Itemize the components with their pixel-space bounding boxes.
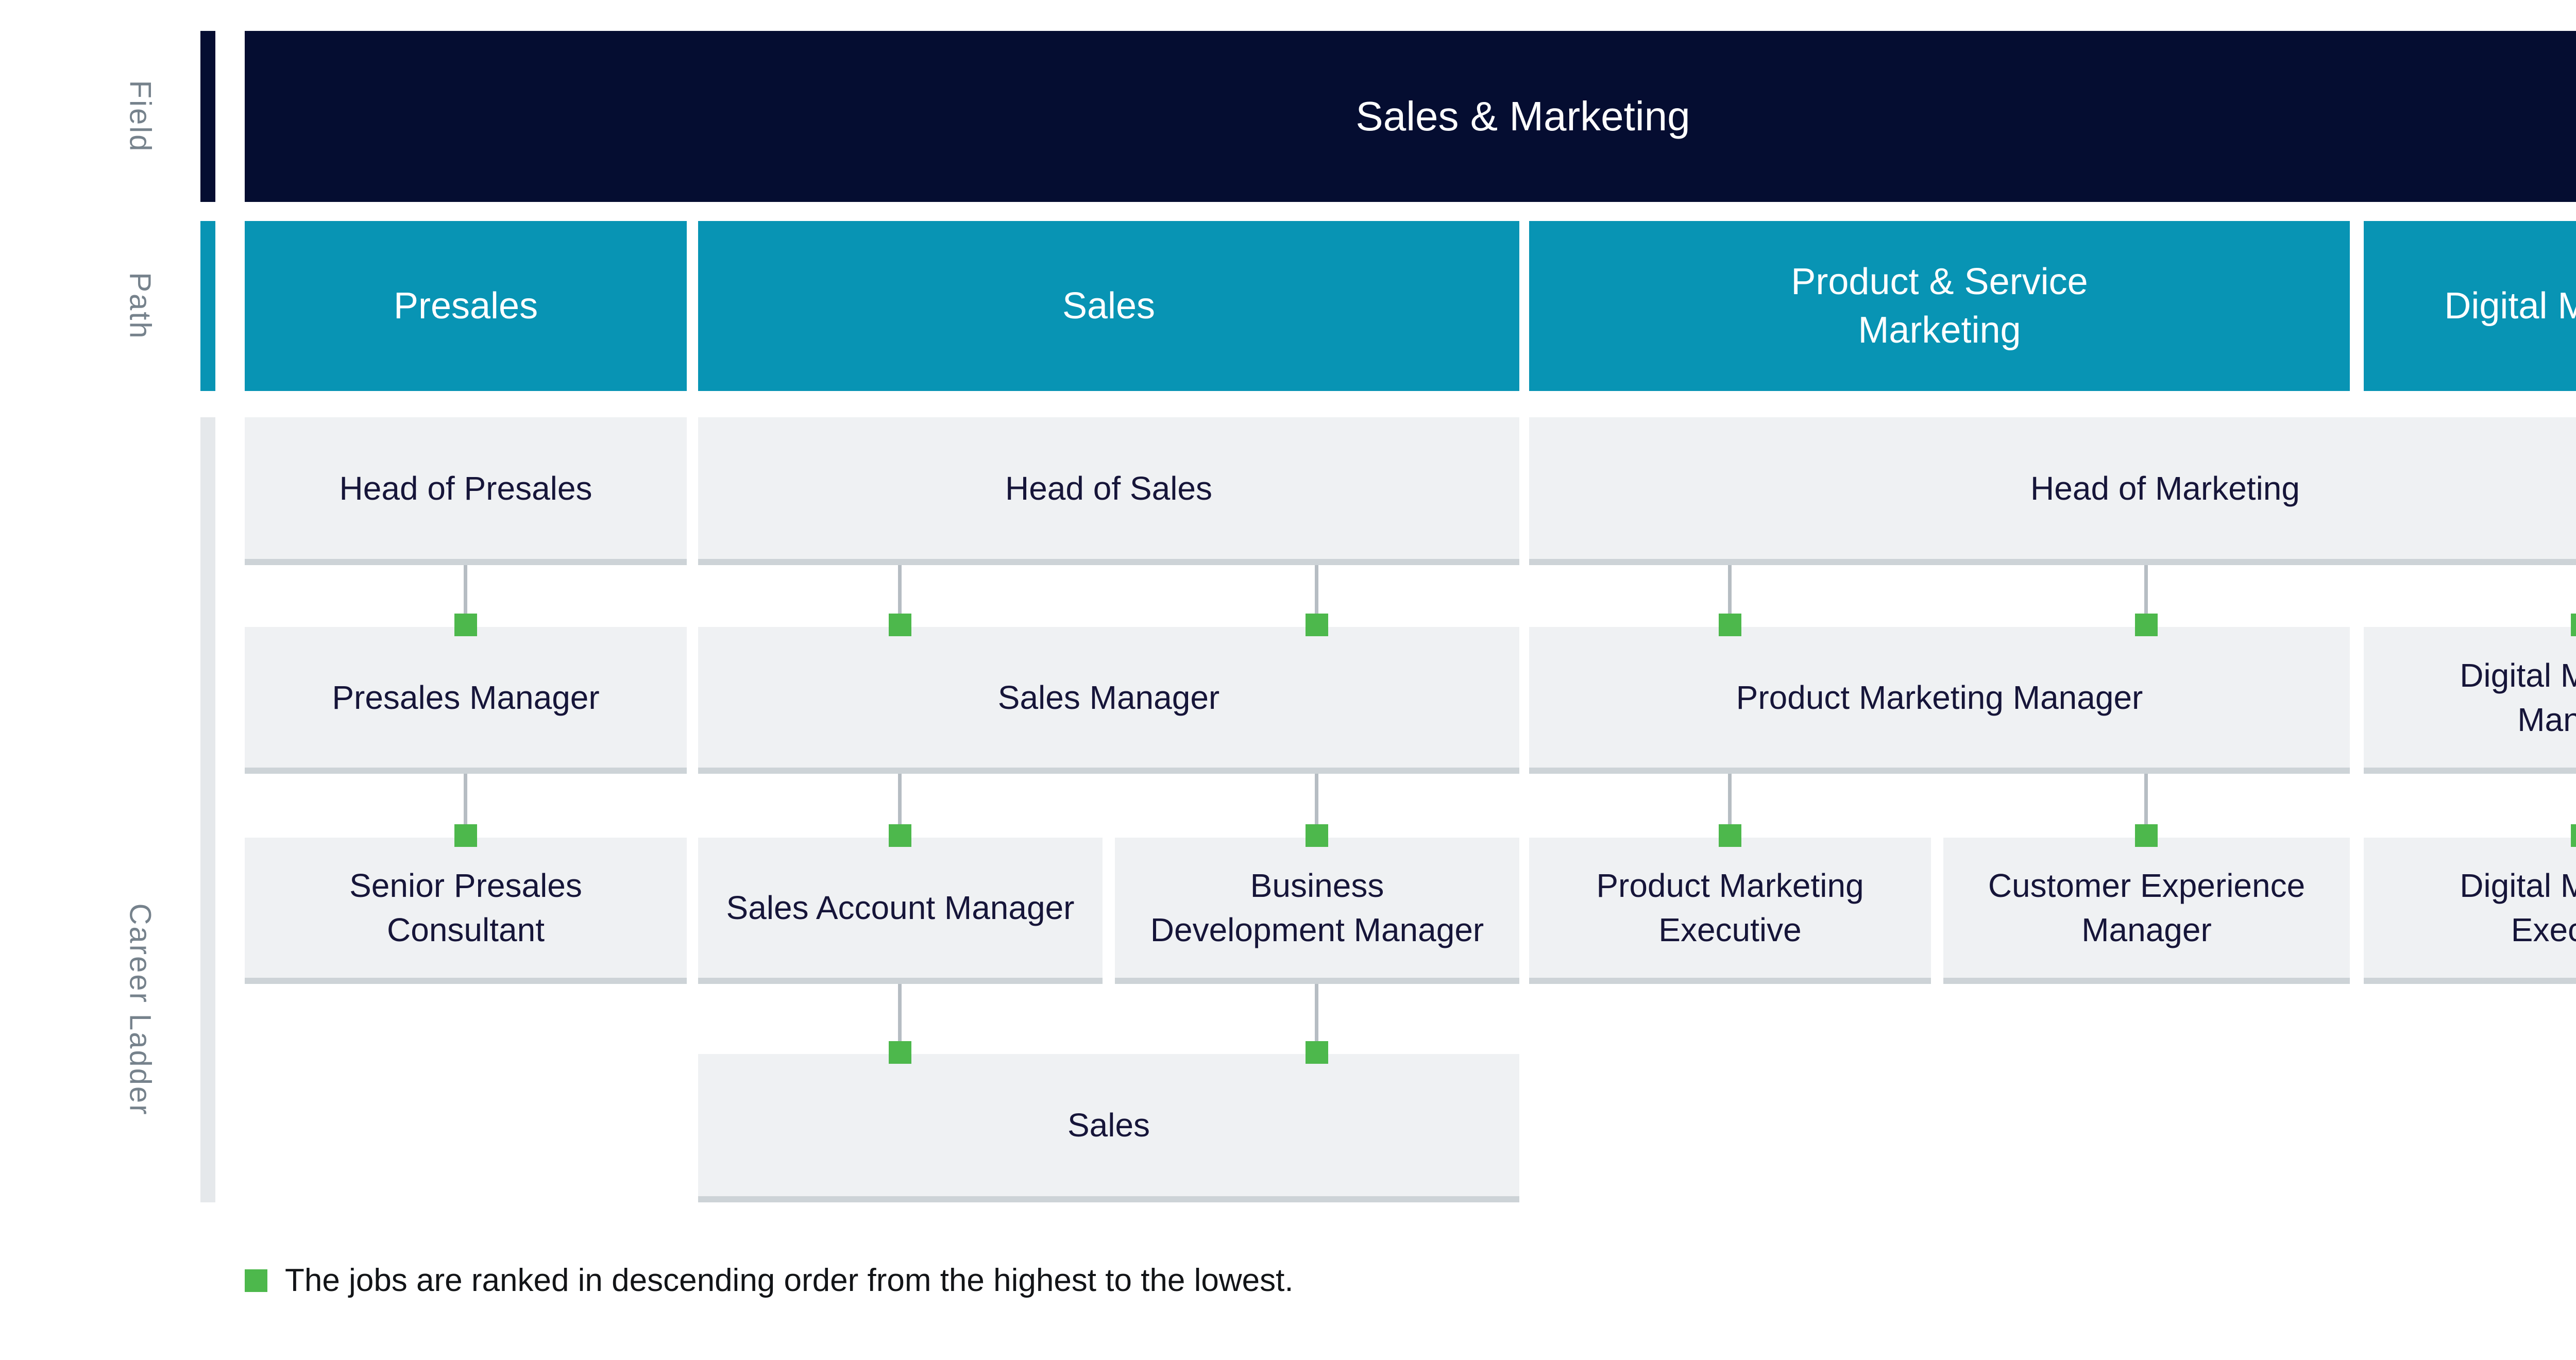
path-label: Product & Service Marketing xyxy=(1791,261,2088,351)
job-label: Product Marketing Executive xyxy=(1596,867,1864,948)
job-label: Head of Sales xyxy=(1005,469,1213,507)
path-label: Digital Marketing xyxy=(2444,285,2576,327)
connector-line xyxy=(1728,565,1732,614)
rank-marker-icon xyxy=(2571,614,2576,636)
rank-marker-icon xyxy=(454,824,477,847)
rank-marker-icon xyxy=(889,824,911,847)
rank-marker-icon xyxy=(2135,824,2158,847)
job-box-head-of-presales: Head of Presales xyxy=(245,417,687,565)
rank-marker-icon xyxy=(889,614,911,636)
job-box-sales-account-manager: Sales Account Manager xyxy=(698,838,1103,984)
path-label: Sales xyxy=(1062,285,1156,327)
job-box-sales-manager: Sales Manager xyxy=(698,627,1519,774)
job-box-business-development-manager: Business Development Manager xyxy=(1115,838,1519,984)
rank-marker-icon xyxy=(1306,824,1328,847)
job-box-head-of-sales: Head of Sales xyxy=(698,417,1519,565)
job-label: Sales Account Manager xyxy=(726,889,1075,926)
job-box-product-marketing-executive: Product Marketing Executive xyxy=(1529,838,1931,984)
job-box-head-of-marketing: Head of Marketing xyxy=(1529,417,2576,565)
job-label: Product Marketing Manager xyxy=(1736,678,2143,716)
job-label: Customer Experience Manager xyxy=(1988,867,2306,948)
job-label: Sales xyxy=(1067,1107,1150,1144)
field-accent-bar xyxy=(200,31,215,202)
job-label: Head of Presales xyxy=(339,469,592,507)
legend: The jobs are ranked in descending order … xyxy=(245,1262,1294,1299)
path-label: Presales xyxy=(393,285,538,327)
connector-line xyxy=(464,565,467,614)
connector-line xyxy=(1315,984,1318,1041)
job-label: Digital Marketing Executive xyxy=(2460,867,2576,948)
connector-line xyxy=(1315,774,1318,824)
connector-line xyxy=(898,565,902,614)
field-title: Sales & Marketing xyxy=(1355,93,1690,139)
connector-line xyxy=(898,774,902,824)
job-label: Presales Manager xyxy=(332,678,600,716)
rank-marker-icon xyxy=(1719,824,1741,847)
job-box-customer-experience-manager: Customer Experience Manager xyxy=(1943,838,2350,984)
rank-marker-icon xyxy=(2571,824,2576,847)
legend-rank-marker-icon xyxy=(245,1269,267,1292)
job-label: Sales Manager xyxy=(997,678,1220,716)
job-box-digital-marketing-executive: Digital Marketing Executive xyxy=(2364,838,2576,984)
job-label: Head of Marketing xyxy=(2030,469,2300,507)
field-axis-label: Field xyxy=(123,80,157,153)
rank-marker-icon xyxy=(1306,1041,1328,1064)
rank-marker-icon xyxy=(889,1041,911,1064)
rank-marker-icon xyxy=(1719,614,1741,636)
path-axis-label: Path xyxy=(123,272,157,340)
path-accent-bar xyxy=(200,221,215,391)
path-box-digital-marketing: Digital Marketing xyxy=(2364,221,2576,391)
job-box-presales-manager: Presales Manager xyxy=(245,627,687,774)
rank-marker-icon xyxy=(2135,614,2158,636)
job-box-senior-presales-consultant: Senior Presales Consultant xyxy=(245,838,687,984)
job-box-digital-marketing-manager: Digital Marketing Manager xyxy=(2364,627,2576,774)
career-ladder-axis-label: Career Ladder xyxy=(123,903,157,1116)
job-label: Senior Presales Consultant xyxy=(349,867,582,948)
rank-marker-icon xyxy=(454,614,477,636)
connector-line xyxy=(464,774,467,824)
field-banner: Sales & Marketing xyxy=(245,31,2576,202)
path-box-sales: Sales xyxy=(698,221,1519,391)
rank-marker-icon xyxy=(1306,614,1328,636)
connector-line xyxy=(2144,565,2148,614)
connector-line xyxy=(1315,565,1318,614)
career-ladder-accent-bar xyxy=(200,417,215,1202)
job-label: Digital Marketing Manager xyxy=(2460,656,2576,738)
connector-line xyxy=(898,984,902,1041)
path-box-product-service-marketing: Product & Service Marketing xyxy=(1529,221,2350,391)
connector-line xyxy=(2144,774,2148,824)
job-label: Business Development Manager xyxy=(1150,867,1484,948)
legend-text: The jobs are ranked in descending order … xyxy=(285,1263,1294,1298)
job-box-sales-entry: Sales xyxy=(698,1054,1519,1202)
path-box-presales: Presales xyxy=(245,221,687,391)
connector-line xyxy=(1728,774,1732,824)
job-box-product-marketing-manager: Product Marketing Manager xyxy=(1529,627,2350,774)
